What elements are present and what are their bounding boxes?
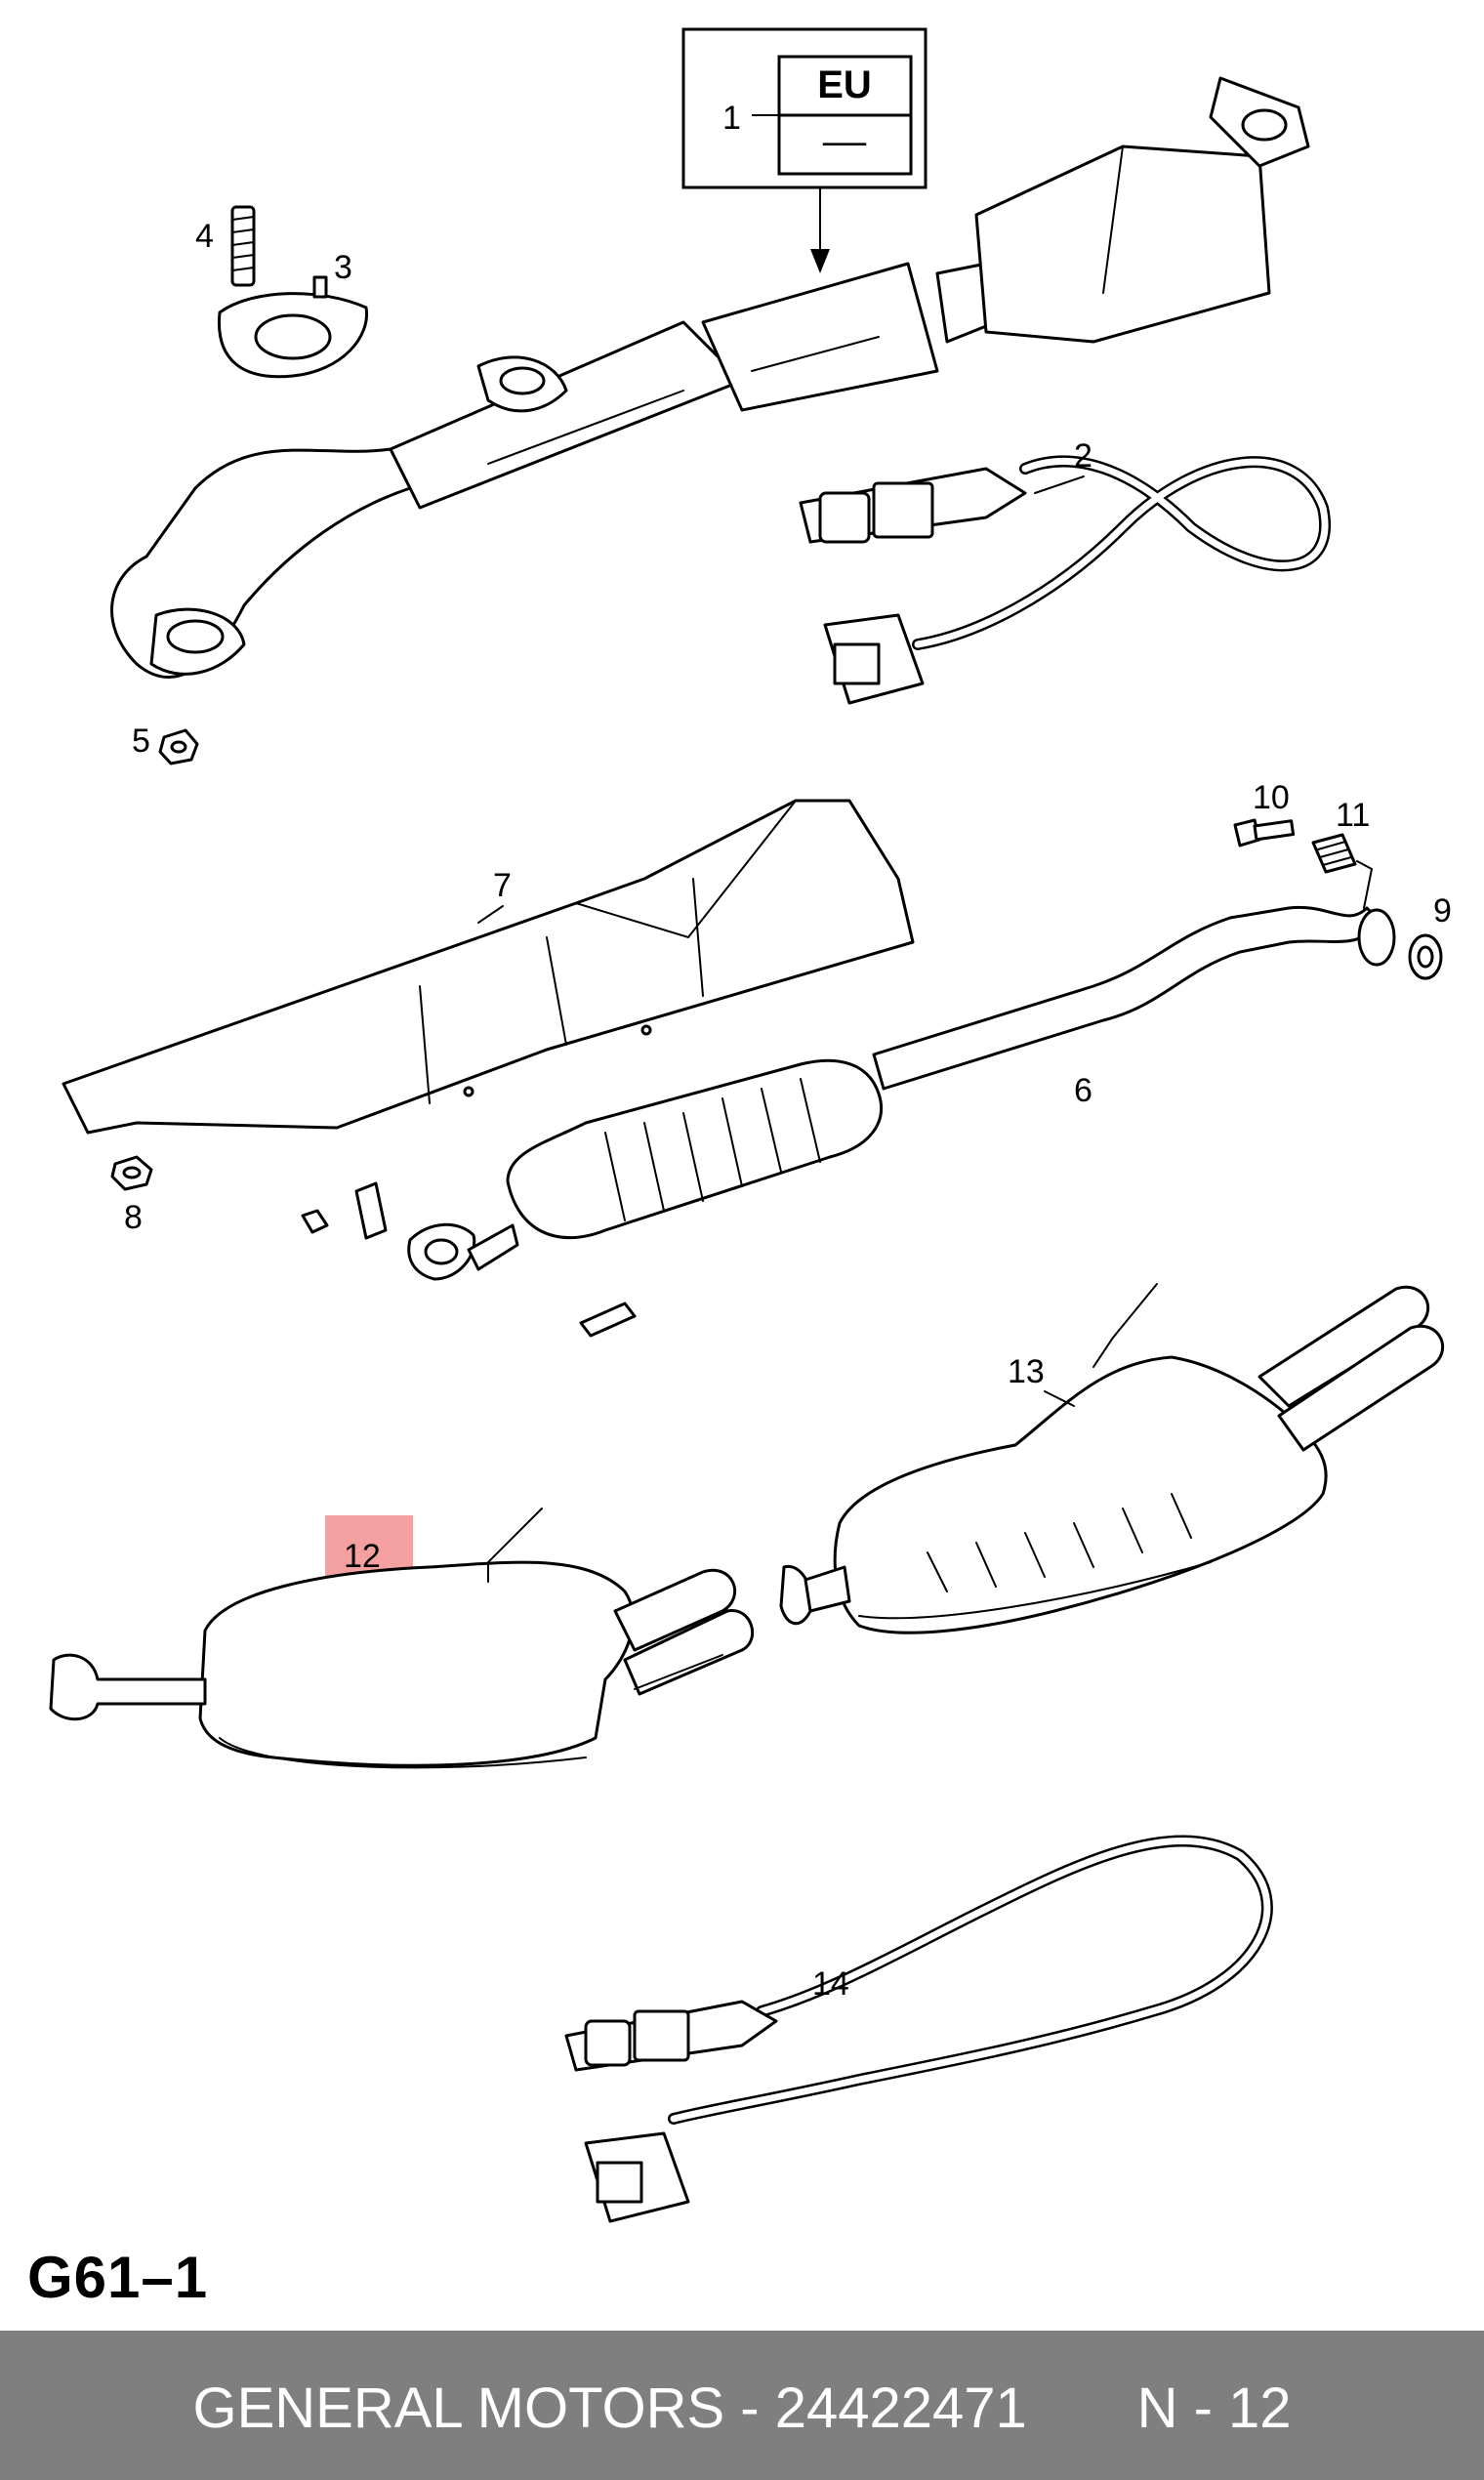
- stud[interactable]: [230, 205, 256, 287]
- bolt[interactable]: [1233, 818, 1296, 847]
- rubber-ring[interactable]: [1408, 933, 1443, 980]
- callout-7: 7: [493, 867, 512, 904]
- oxygen-sensor-upper[interactable]: [799, 455, 1331, 705]
- rear-muffler-a[interactable]: [49, 1508, 755, 1769]
- footer-part-number: 24422471: [774, 2377, 1027, 2440]
- footer-bar: GENERAL MOTORS - 24422471 N - 12: [0, 2331, 1484, 2480]
- callout-labels: 1 2 3 4 5 6 7 8 9 10 11 12 13 14: [124, 100, 1452, 2003]
- footer-position: N - 12: [1136, 2377, 1292, 2440]
- callout-8: 8: [124, 1199, 143, 1236]
- callout-2: 2: [1074, 437, 1092, 475]
- heat-shield[interactable]: [62, 799, 915, 1135]
- eu-variant-box: EU ––: [681, 27, 928, 273]
- nut-heat-shield[interactable]: [110, 1155, 153, 1191]
- callout-6: 6: [1074, 1072, 1092, 1109]
- mounting-hardware: [301, 1181, 637, 1338]
- callout-13: 13: [1008, 1353, 1045, 1390]
- front-pipe-catalytic-converter[interactable]: [110, 76, 1310, 679]
- exhaust-system-diagram: EU –– 1 2 3 4 5 6 7 8 9 10 11 12 13 14: [49, 27, 1452, 2223]
- callout-5: 5: [132, 723, 150, 760]
- footer-text: GENERAL MOTORS - 24422471 N - 12: [192, 2377, 1292, 2440]
- callout-3: 3: [334, 249, 352, 286]
- footer-brand: GENERAL MOTORS: [192, 2377, 725, 2440]
- gasket[interactable]: [217, 275, 369, 379]
- spring[interactable]: [1311, 833, 1374, 909]
- callout-11: 11: [1336, 797, 1370, 834]
- center-pipe-front-muffler[interactable]: [407, 905, 1396, 1281]
- callout-9: 9: [1433, 892, 1452, 930]
- eu-box-header: EU: [817, 63, 872, 106]
- eu-box-value: ––: [823, 120, 867, 163]
- callout-10: 10: [1253, 779, 1290, 816]
- sheet-code: G61–1: [27, 2245, 209, 2310]
- oxygen-sensor-lower[interactable]: [564, 1835, 1273, 2223]
- nut-front[interactable]: [158, 728, 199, 765]
- callout-1: 1: [722, 100, 741, 137]
- callout-12: 12: [344, 1538, 381, 1575]
- callout-4: 4: [195, 218, 214, 255]
- callout-14: 14: [812, 1965, 849, 2003]
- rear-muffler-b[interactable]: [779, 1283, 1444, 1634]
